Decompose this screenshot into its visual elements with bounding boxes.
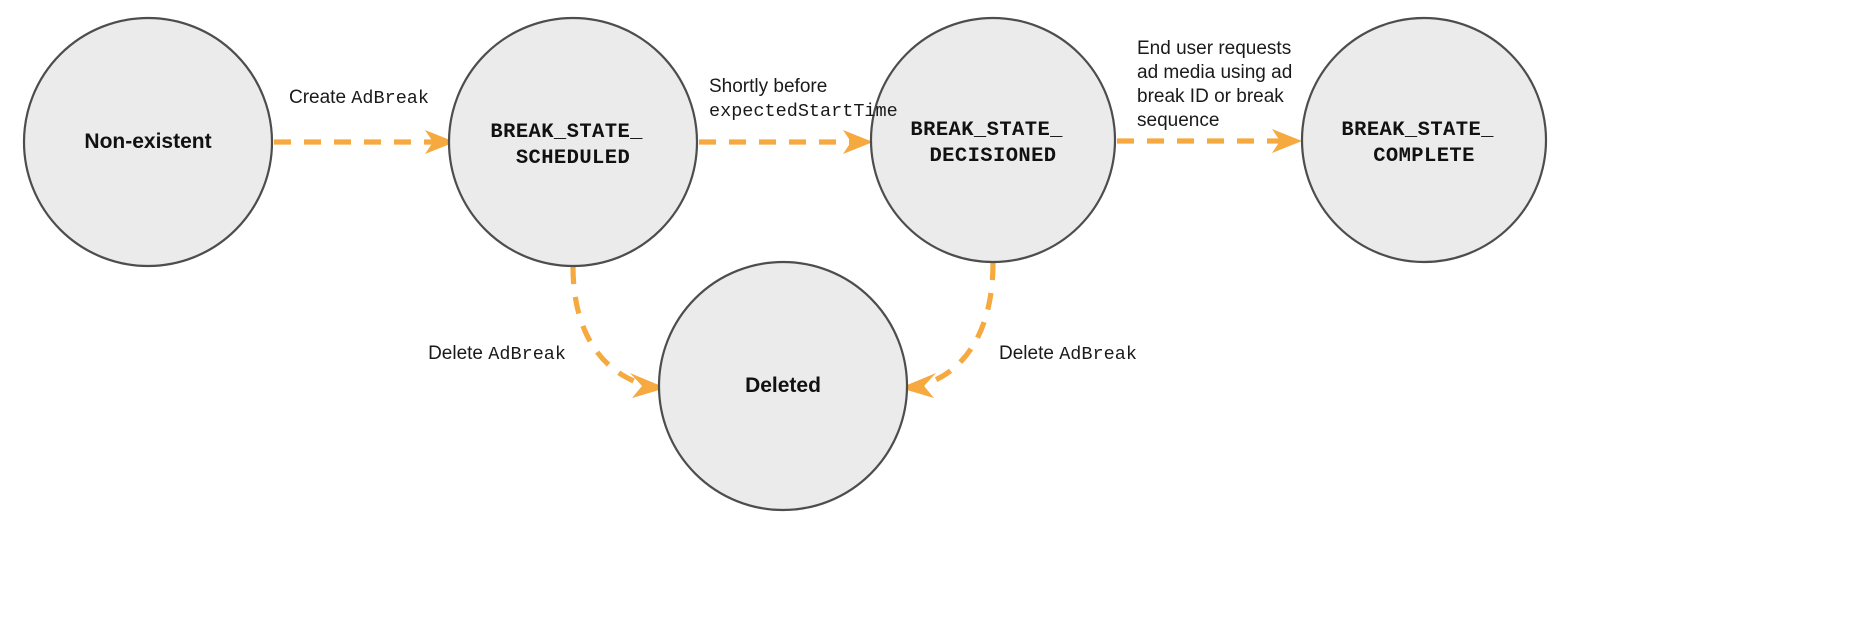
edge-create-adbreak <box>274 130 455 154</box>
edge-end-user-requests-arrowhead <box>1272 129 1302 153</box>
edge-delete-from-scheduled <box>570 266 666 398</box>
node-non-existent-shape[interactable] <box>22 16 274 268</box>
edge-shortly-before-arrowhead <box>843 130 873 154</box>
node-deleted[interactable]: Deleted <box>657 260 909 512</box>
node-non-existent[interactable]: Non-existent <box>22 16 274 268</box>
edge-end-user-requests <box>1117 129 1302 153</box>
edge-label-delete-from-decisioned: Delete AdBreak <box>999 343 1137 365</box>
edge-shortly-before <box>699 130 873 154</box>
node-break-state-scheduled-shape[interactable] <box>447 16 699 268</box>
edge-delete-from-decisioned-line <box>921 262 996 388</box>
edge-label-end-user-requests: End user requests ad media using ad brea… <box>1137 38 1298 131</box>
edge-delete-from-scheduled-line <box>570 266 646 388</box>
node-deleted-shape[interactable] <box>657 260 909 512</box>
edge-label-create-adbreak: Create AdBreak <box>289 87 429 109</box>
node-break-state-scheduled-label: BREAK_STATE_ SCHEDULED <box>490 121 655 170</box>
node-break-state-decisioned[interactable]: BREAK_STATE_ DECISIONED <box>869 16 1117 264</box>
edge-label-shortly-before: Shortly before expectedStartTime <box>709 76 898 122</box>
node-non-existent-label: Non-existent <box>84 130 211 153</box>
node-deleted-label: Deleted <box>745 374 821 397</box>
edge-delete-from-scheduled-arrowhead <box>630 373 666 398</box>
node-break-state-scheduled[interactable]: BREAK_STATE_ SCHEDULED <box>447 16 699 268</box>
node-break-state-decisioned-label: BREAK_STATE_ DECISIONED <box>910 119 1075 168</box>
node-break-state-complete-shape[interactable] <box>1300 16 1548 264</box>
node-break-state-decisioned-shape[interactable] <box>869 16 1117 264</box>
edge-delete-from-decisioned <box>900 262 996 398</box>
node-break-state-complete[interactable]: BREAK_STATE_ COMPLETE <box>1300 16 1548 264</box>
node-break-state-complete-label: BREAK_STATE_ COMPLETE <box>1341 119 1506 168</box>
edge-delete-from-decisioned-arrowhead <box>900 373 936 398</box>
edge-label-delete-from-scheduled: Delete AdBreak <box>428 343 566 365</box>
edge-create-adbreak-arrowhead <box>425 130 455 154</box>
